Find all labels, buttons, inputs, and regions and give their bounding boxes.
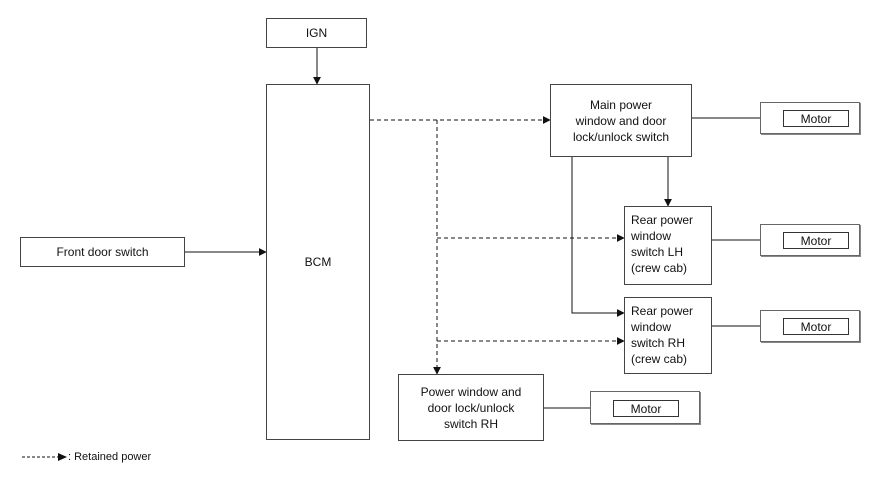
motor-main-label: Motor	[800, 111, 832, 126]
motor-rear-rh-label: Motor	[800, 319, 832, 334]
front-door-switch-block: Front door switch	[20, 237, 185, 267]
motor-main-inner: Motor	[783, 110, 849, 127]
ign-block: IGN	[266, 18, 367, 48]
motor-pw-rh-inner: Motor	[613, 400, 679, 417]
rear-power-window-switch-lh-block: Rear power window switch LH (crew cab)	[624, 206, 712, 285]
motor-rear-rh-inner: Motor	[783, 318, 849, 335]
motor-rear-lh-inner: Motor	[783, 232, 849, 249]
motor-main-block: Motor	[760, 102, 860, 134]
front-door-switch-label: Front door switch	[56, 245, 149, 259]
motor-rear-lh-block: Motor	[760, 224, 860, 256]
power-window-switch-rh-block: Power window and door lock/unlock switch…	[398, 374, 544, 441]
bcm-block: BCM	[266, 84, 370, 440]
wire-main-to-rear-rh	[571, 156, 625, 317]
main-power-window-switch-block: Main power window and door lock/unlock s…	[550, 84, 692, 157]
ign-label: IGN	[305, 26, 328, 40]
motor-pw-rh-label: Motor	[630, 401, 662, 416]
legend-label: : Retained power	[68, 451, 152, 463]
rear-power-window-switch-rh-block: Rear power window switch RH (crew cab)	[624, 297, 712, 374]
bcm-label: BCM	[304, 255, 332, 269]
motor-pw-rh-block: Motor	[590, 391, 700, 424]
legend-dashed-arrow-icon	[22, 453, 67, 461]
motor-rear-rh-block: Motor	[760, 310, 860, 342]
legend: : Retained power	[22, 451, 151, 463]
motor-rear-lh-label: Motor	[800, 233, 832, 248]
